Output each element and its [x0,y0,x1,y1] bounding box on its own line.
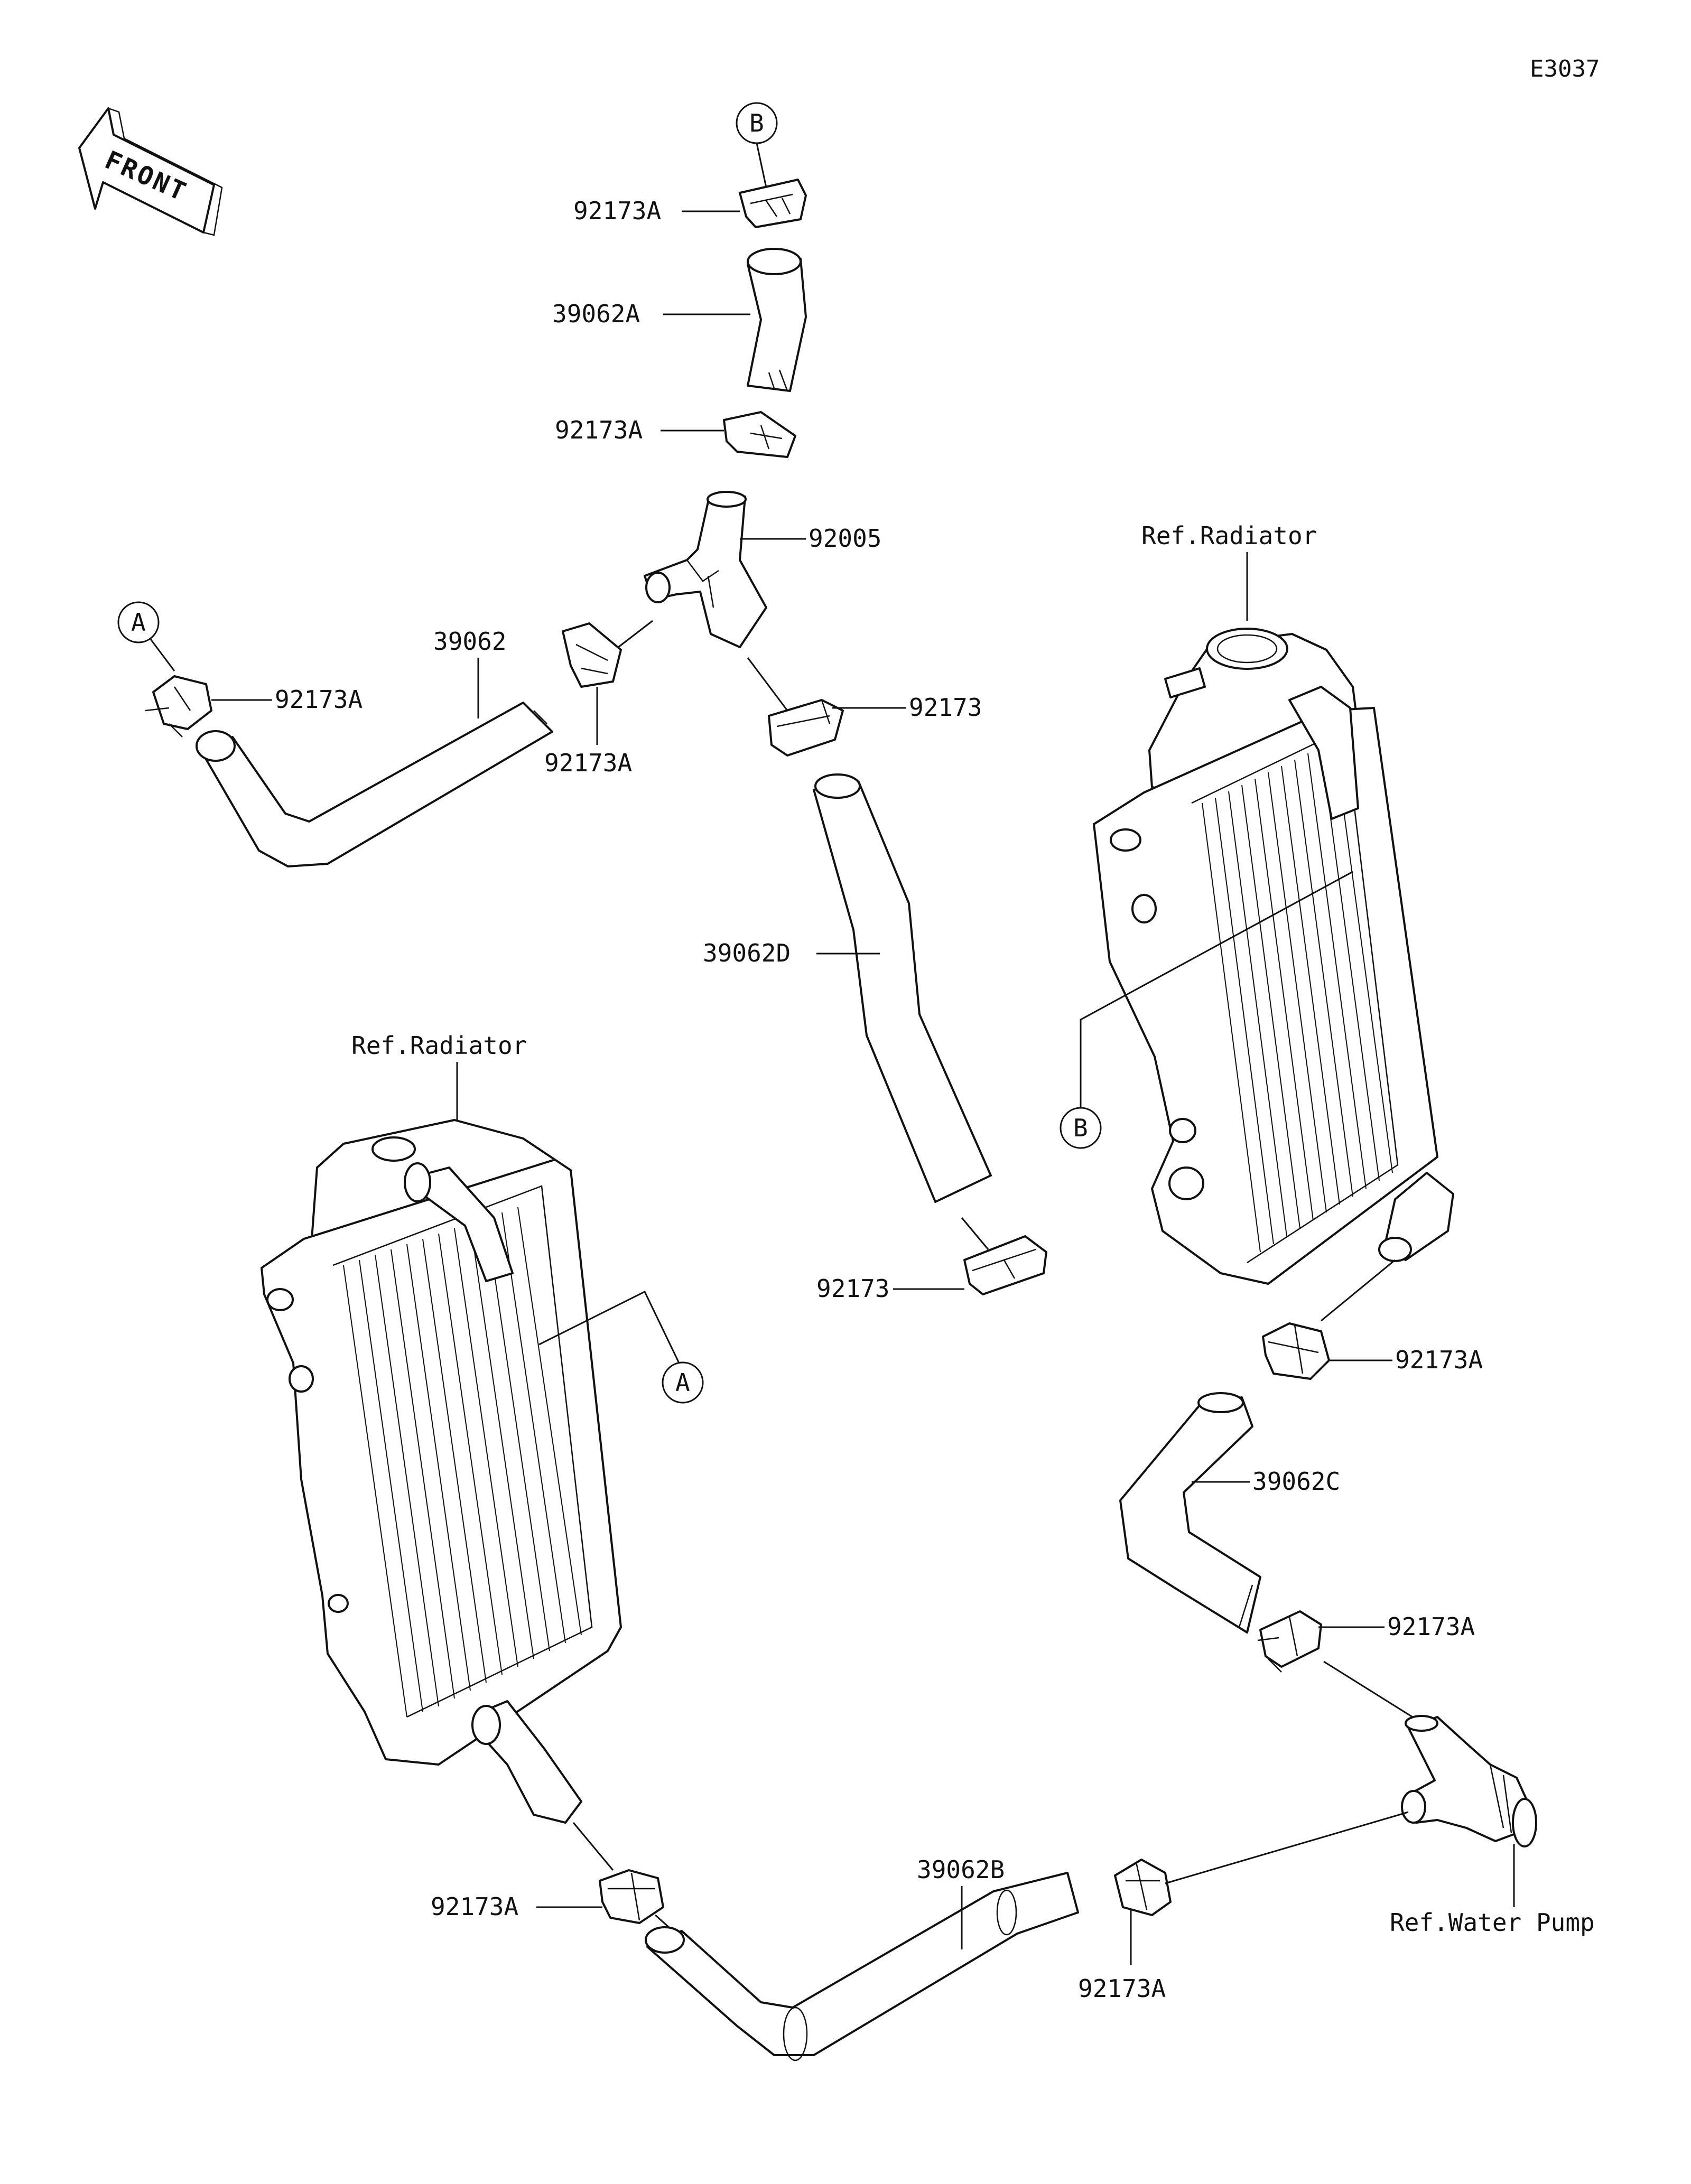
front-arrow: FRONT [78,107,223,236]
label-39062: 39062 [433,627,506,656]
label-92005: 92005 [809,524,881,553]
diagram-code: E3037 [1530,55,1600,82]
clamp-92173A-under [562,622,622,688]
ref-radiator-left: Ref.Radiator [351,1031,527,1060]
water-pump-fitting [1401,1715,1537,1847]
hose-39062D [813,773,992,1203]
label-39062A: 39062A [552,300,640,328]
label-92173A-bottom-left: 92173A [431,1892,518,1921]
clamp-92173A-top [739,179,807,228]
label-39062B: 39062B [917,1855,1005,1884]
clamp-92173A-right2 [1257,1610,1322,1673]
label-92173A-bottom-mid: 92173A [1078,1974,1166,2003]
fitting-92005 [644,491,767,648]
svg-text:A: A [675,1368,690,1397]
clamp-92173A-mid [723,411,796,458]
callout-b-bottom: B [1060,871,1353,1149]
hose-39062C [1119,1392,1261,1634]
label-92173-lower: 92173 [816,1274,889,1303]
label-39062C: 39062C [1252,1467,1340,1496]
label-39062D: 39062D [703,939,791,967]
hose-39062A [747,248,807,392]
label-92173A-right2: 92173A [1387,1612,1475,1641]
svg-text:B: B [749,109,764,137]
clamp-92173A-right1 [1262,1322,1330,1380]
svg-text:A: A [131,608,146,637]
ref-water-pump: Ref.Water Pump [1390,1908,1595,1937]
label-92173: 92173 [909,693,982,722]
radiator-right [1093,628,1454,1285]
clamp-92173A-left [145,675,212,738]
label-92173A-top: 92173A [573,197,661,225]
callout-a-bottom: A [538,1290,704,1404]
label-92173A-under: 92173A [544,749,632,777]
clamp-92173-lower [963,1235,1047,1295]
svg-text:B: B [1073,1114,1088,1142]
hose-39062B [645,1872,1079,2061]
callout-b-top: B [736,102,778,188]
label-92173A-left: 92173A [275,685,363,714]
clamp-92173A-bottom-left [599,1869,664,1924]
label-92173A-mid: 92173A [555,416,643,444]
hose-39062 [196,702,553,867]
ref-radiator-right: Ref.Radiator [1141,521,1317,550]
clamp-92173 [768,699,844,757]
radiator-left [261,1119,622,1824]
label-92173A-right1: 92173A [1395,1346,1483,1374]
clamp-92173A-bottom-mid [1114,1859,1172,1916]
callout-a-top: A [117,601,175,671]
